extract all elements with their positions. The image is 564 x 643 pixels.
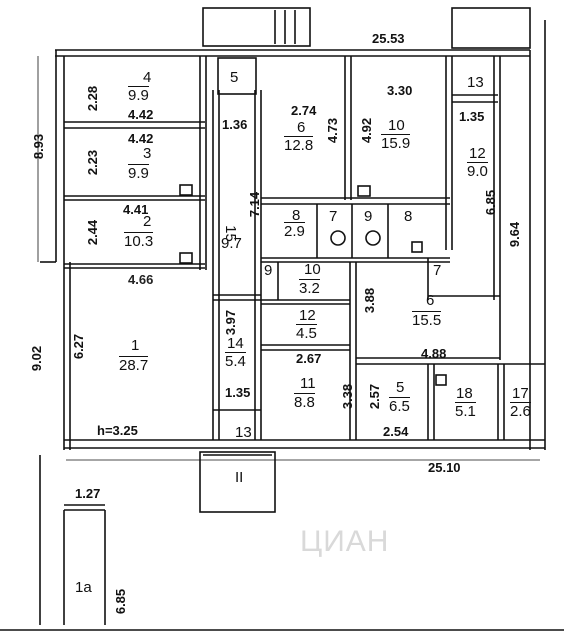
dimension: 4.73 bbox=[325, 117, 341, 144]
dimension: 3.30 bbox=[387, 83, 413, 98]
room-area: 12.8 bbox=[284, 136, 314, 154]
dimension: 4.42 bbox=[128, 131, 154, 146]
room-area: 2.6 bbox=[510, 402, 531, 420]
room-number: 12 bbox=[469, 145, 486, 162]
room-area: 28.7 bbox=[119, 356, 149, 374]
room-number: 10 bbox=[388, 117, 405, 134]
dimension: h=3.25 bbox=[97, 423, 138, 438]
room-number: 1 bbox=[131, 337, 140, 354]
dimension: 2.57 bbox=[367, 383, 383, 410]
dimension: 8.93 bbox=[31, 133, 47, 160]
room-number: 9 bbox=[264, 262, 273, 279]
room-number: 5 bbox=[230, 69, 239, 86]
room-number: 1a bbox=[75, 579, 92, 596]
dimension: 2.28 bbox=[85, 85, 101, 112]
room-number: 17 bbox=[512, 385, 529, 402]
room-number: 8 bbox=[292, 207, 301, 224]
room-number: 12 bbox=[299, 307, 316, 324]
room-area: 6.5 bbox=[389, 397, 410, 415]
dimension: 3.88 bbox=[362, 287, 378, 314]
room-area: 3.2 bbox=[299, 279, 320, 297]
room-area: 9.0 bbox=[467, 162, 488, 180]
room-number: 7 bbox=[433, 262, 442, 279]
room-area: 9.9 bbox=[128, 86, 149, 104]
dimension: 6.85 bbox=[113, 588, 129, 615]
dimension: 4.92 bbox=[359, 117, 375, 144]
dimension: 6.27 bbox=[71, 333, 87, 360]
dimension: 3.38 bbox=[340, 383, 356, 410]
room-area: 2.9 bbox=[284, 222, 305, 240]
dimension: 9.02 bbox=[29, 345, 45, 372]
dimension: 4.41 bbox=[123, 202, 149, 217]
dimension: 2.54 bbox=[383, 424, 409, 439]
stair-label: II bbox=[235, 469, 244, 486]
dimension: 2.74 bbox=[291, 103, 317, 118]
room-number: 18 bbox=[456, 385, 473, 402]
room-number: 8 bbox=[404, 208, 413, 225]
dimension: 1.35 bbox=[225, 385, 251, 400]
room-area: 4.5 bbox=[296, 324, 317, 342]
dimension: 4.66 bbox=[128, 272, 154, 287]
room-area: 5.1 bbox=[455, 402, 476, 420]
dimension: 4.42 bbox=[128, 107, 154, 122]
room-area: 10.3 bbox=[124, 232, 154, 250]
dimension: 2.44 bbox=[85, 219, 101, 246]
room-area: 5.4 bbox=[225, 352, 246, 370]
dimension: 2.67 bbox=[296, 351, 322, 366]
room-area: 9.9 bbox=[128, 164, 149, 182]
room-number: 2 bbox=[143, 213, 152, 230]
room-number: 11 bbox=[300, 375, 316, 392]
dimension: 7.14 bbox=[247, 191, 263, 218]
room-number: 9 bbox=[364, 208, 373, 225]
room-number: 10 bbox=[304, 261, 321, 278]
room-area: 8.8 bbox=[294, 393, 315, 411]
room-number: 4 bbox=[143, 69, 152, 86]
room-number: 5 bbox=[396, 379, 405, 396]
dimension: 1.35 bbox=[459, 109, 485, 124]
room-number: 14 bbox=[227, 335, 244, 352]
room-area: 15.5 bbox=[412, 311, 442, 329]
room-area: 15.9 bbox=[381, 134, 411, 152]
watermark-logo: ЦИАН bbox=[300, 525, 390, 558]
dimension: 2.23 bbox=[85, 149, 101, 176]
dimension: 4.88 bbox=[421, 346, 447, 361]
room-number: 3 bbox=[143, 145, 152, 162]
room-number: 6 bbox=[297, 119, 306, 136]
dimension: 1.36 bbox=[222, 117, 248, 132]
room-number: 6 bbox=[426, 292, 435, 309]
dimension: 1.27 bbox=[75, 486, 101, 501]
dimension: 6.85 bbox=[483, 189, 499, 216]
dimension: 3.97 bbox=[223, 309, 239, 336]
room-number: 13 bbox=[467, 74, 484, 91]
dimension: 25.53 bbox=[372, 31, 405, 46]
room-number: 13 bbox=[235, 424, 252, 441]
dimension: 25.10 bbox=[428, 460, 461, 475]
room-area: 9.7 bbox=[221, 235, 242, 252]
room-number: 7 bbox=[329, 208, 338, 225]
dimension: 9.64 bbox=[507, 221, 523, 248]
